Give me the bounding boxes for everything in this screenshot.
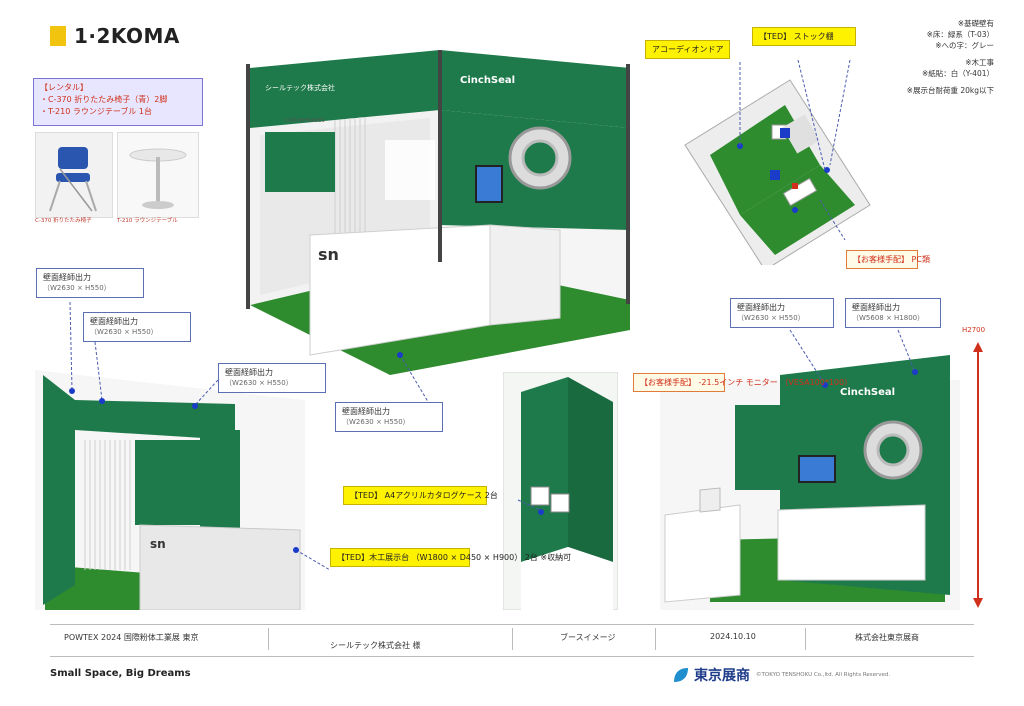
rental-line-1: ・C-370 折りたたみ椅子（青）2脚 [40,95,168,104]
lounge-table-icon [129,148,187,209]
ted-stock-label: 【TED】 ストック棚 [752,27,856,46]
footer-separator [512,628,513,650]
company-logo: 1·2KOMA [50,24,180,48]
table-photo [117,132,199,218]
right-booth-brand: CinchSeal [840,387,895,398]
table-caption: T-210 ラウンジテーブル [117,218,178,224]
note-line: ※への字：グレー [935,41,994,50]
footer-separator [268,628,269,650]
brand-leaf-icon [674,668,688,682]
wall-print-callout-3: 壁面経師出力 （W2630 × H550） [218,363,326,393]
counter-logo: sn [318,245,339,264]
brand-footer: 東京展商 ©TOKYO TENSHOKU Co.,ltd. All Rights… [672,665,890,685]
chair-photo [35,132,113,218]
booth-brand: CinchSeal [460,75,515,86]
footer-doc-type: ブースイメージ [560,633,616,642]
ted-counter-label: 【TED】木工展示台 （W1800 × D450 × H900） 2台 ※収納可 [330,548,571,567]
left-counter-logo: sn [150,537,166,551]
wall-print-callout-2: 壁面経師出力 （W2630 × H550） [83,312,191,342]
rental-line-2: ・T-210 ラウンジテーブル 1台 [40,107,153,116]
wall-print-callout-4: 壁面経師出力 （W2630 × H550） [335,402,443,432]
note-line: ※展示台耐荷重 20kg以下 [906,86,994,95]
footer-client: シールテック株式会社 様 [330,641,421,650]
customer-monitor-label: 【お客様手配】 -21.5インチ モニター （VESA100*100） [633,373,852,392]
booth-company: シールテック株式会社 [265,83,335,92]
logo-mark-icon [50,26,66,46]
ted-catalog-label: 【TED】 A4アクリルカタログケース 2台 [343,486,498,505]
wall-print-callout-5: 壁面経師出力 （W2630 × H550） [730,298,834,328]
wall-print-callout-6: 壁面経師出力 （W5608 × H1800） [845,298,941,328]
booth-left-view: sn [35,370,305,610]
slogan: Small Space, Big Dreams [50,668,191,679]
chair-caption: C-370 折りたたみ椅子 [35,218,92,224]
footer-separator [805,628,806,650]
footer-top-line [50,624,974,625]
booth-right-view: CinchSeal [660,355,960,610]
booth-side-view [503,372,618,610]
note-line: ※紙貼：白（Y-401） [922,69,994,78]
folding-chair-icon [49,147,97,212]
footer-maker: 株式会社東京展商 [855,633,919,642]
footer-bottom-line [50,656,974,657]
footer-event: POWTEX 2024 国際粉体工業展 東京 [64,633,199,642]
height-arrow [973,342,983,608]
note-line: ※木工事 [965,58,994,67]
logo-text: 1·2KOMA [74,24,180,48]
booth-main-view: sn CinchSeal シールテック株式会社 CATCHPHRASES [246,50,630,375]
rental-title: 【レンタル】 [40,83,88,92]
customer-pc-label: 【お客様手配】 PC類 [846,250,930,269]
footer-date: 2024.10.10 [710,632,756,641]
floor-plan [684,79,871,265]
footer-separator [655,628,656,650]
rental-box: 【レンタル】 ・C-370 折りたたみ椅子（青）2脚 ・T-210 ラウンジテー… [33,78,203,126]
note-line: ※基礎壁有 [957,19,994,28]
height-label: H2700 [962,326,986,334]
booth-catchphrase: CATCHPHRASES [285,118,325,124]
brand-name: 東京展商 [694,668,750,684]
brand-copyright: ©TOKYO TENSHOKU Co.,ltd. All Rights Rese… [756,672,891,678]
wall-print-callout-1: 壁面経師出力 （W2630 × H550） [36,268,144,298]
note-line: ※床：緑系（T-03） [926,30,994,39]
accordion-door-label: アコーディオンドア [645,40,731,59]
spec-notes: ※基礎壁有 ※床：緑系（T-03） ※への字：グレー ※木工事 ※紙貼：白（Y-… [907,18,994,96]
